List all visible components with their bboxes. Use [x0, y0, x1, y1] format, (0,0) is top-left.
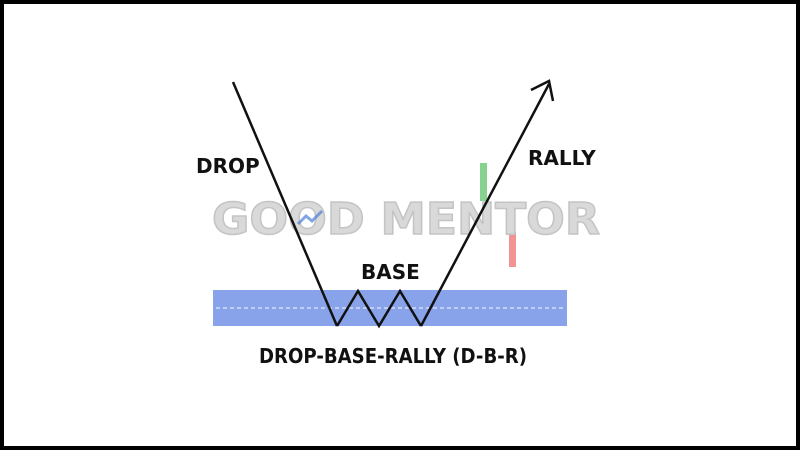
- rally-label: RALLY: [528, 146, 596, 170]
- base-zigzag: [335, 288, 423, 329]
- watermark-red-candle: [509, 232, 516, 267]
- rally-line: [419, 83, 551, 327]
- drop-label: DROP: [196, 154, 260, 178]
- diagram-caption: DROP-BASE-RALLY (D-B-R): [259, 344, 527, 368]
- watermark-green-candle: [480, 163, 487, 201]
- watermark-trend-icon: [296, 209, 324, 226]
- drop-line: [231, 81, 339, 327]
- watermark-text: GOOD MENTOR: [212, 194, 600, 245]
- watermark-logo: GOOD MENTOR: [211, 163, 601, 267]
- arrow-up-right-icon: [530, 79, 555, 102]
- base-label: BASE: [361, 260, 420, 284]
